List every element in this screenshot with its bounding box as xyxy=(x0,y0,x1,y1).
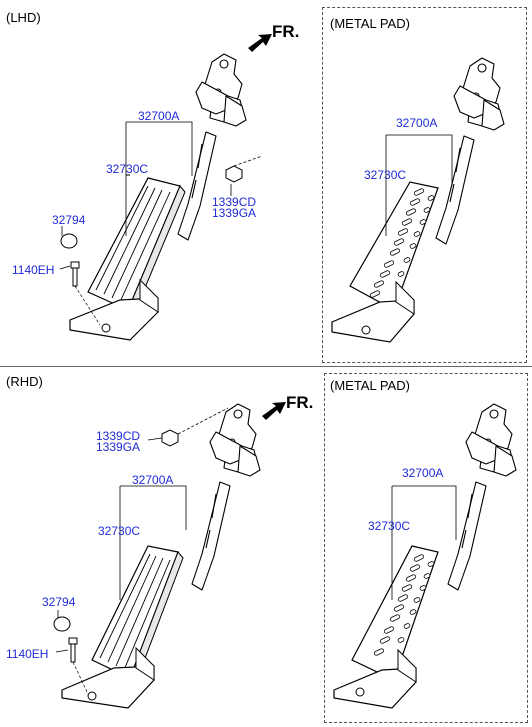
section-divider xyxy=(0,366,532,367)
rhd-pedal-drawing xyxy=(53,402,286,709)
lhd-metal-pad-assembly-part-number[interactable]: 32700A xyxy=(396,116,438,130)
rhd-nut-part-number-ga[interactable]: 1339GA xyxy=(96,440,141,454)
rhd-stopper-part-number[interactable]: 32794 xyxy=(42,595,76,609)
lhd-bolt-part-number[interactable]: 1140EH xyxy=(12,263,55,277)
rhd-section-title: (RHD) xyxy=(6,374,43,389)
rhd-metal-pad-drawing xyxy=(333,403,517,709)
rhd-metal-pad-pad-part-number[interactable]: 32730C xyxy=(368,519,411,533)
lhd-metal-pad-frame xyxy=(322,7,527,363)
lhd-front-direction-label: FR. xyxy=(272,22,300,41)
rhd-nut-part-number-cd[interactable]: 1339CD xyxy=(96,429,141,443)
rhd-metal-pad-frame xyxy=(324,373,528,723)
rhd-front-direction-label: FR. xyxy=(286,393,314,412)
lhd-pedal-drawing xyxy=(59,34,272,341)
lhd-metal-pad-pad-part-number[interactable]: 32730C xyxy=(364,168,407,182)
lhd-nut-part-number-cd[interactable]: 1339CD xyxy=(212,195,257,209)
lhd-metal-pad-title: (METAL PAD) xyxy=(330,16,410,31)
rhd-pad-part-number[interactable]: 32730C xyxy=(98,524,141,538)
rhd-assembly-part-number[interactable]: 32700A xyxy=(132,473,174,487)
rhd-metal-pad-title: (METAL PAD) xyxy=(330,378,410,393)
rhd-bolt-part-number[interactable]: 1140EH xyxy=(6,647,49,661)
rhd-metal-pad-assembly-part-number[interactable]: 32700A xyxy=(402,466,444,480)
lhd-nut-part-number-ga[interactable]: 1339GA xyxy=(212,206,257,220)
lhd-stopper-part-number[interactable]: 32794 xyxy=(52,213,86,227)
lhd-metal-pad-drawing xyxy=(331,57,505,343)
lhd-assembly-part-number[interactable]: 32700A xyxy=(138,109,180,123)
lhd-pad-part-number[interactable]: 32730C xyxy=(106,162,149,176)
lhd-section-title: (LHD) xyxy=(6,10,41,25)
